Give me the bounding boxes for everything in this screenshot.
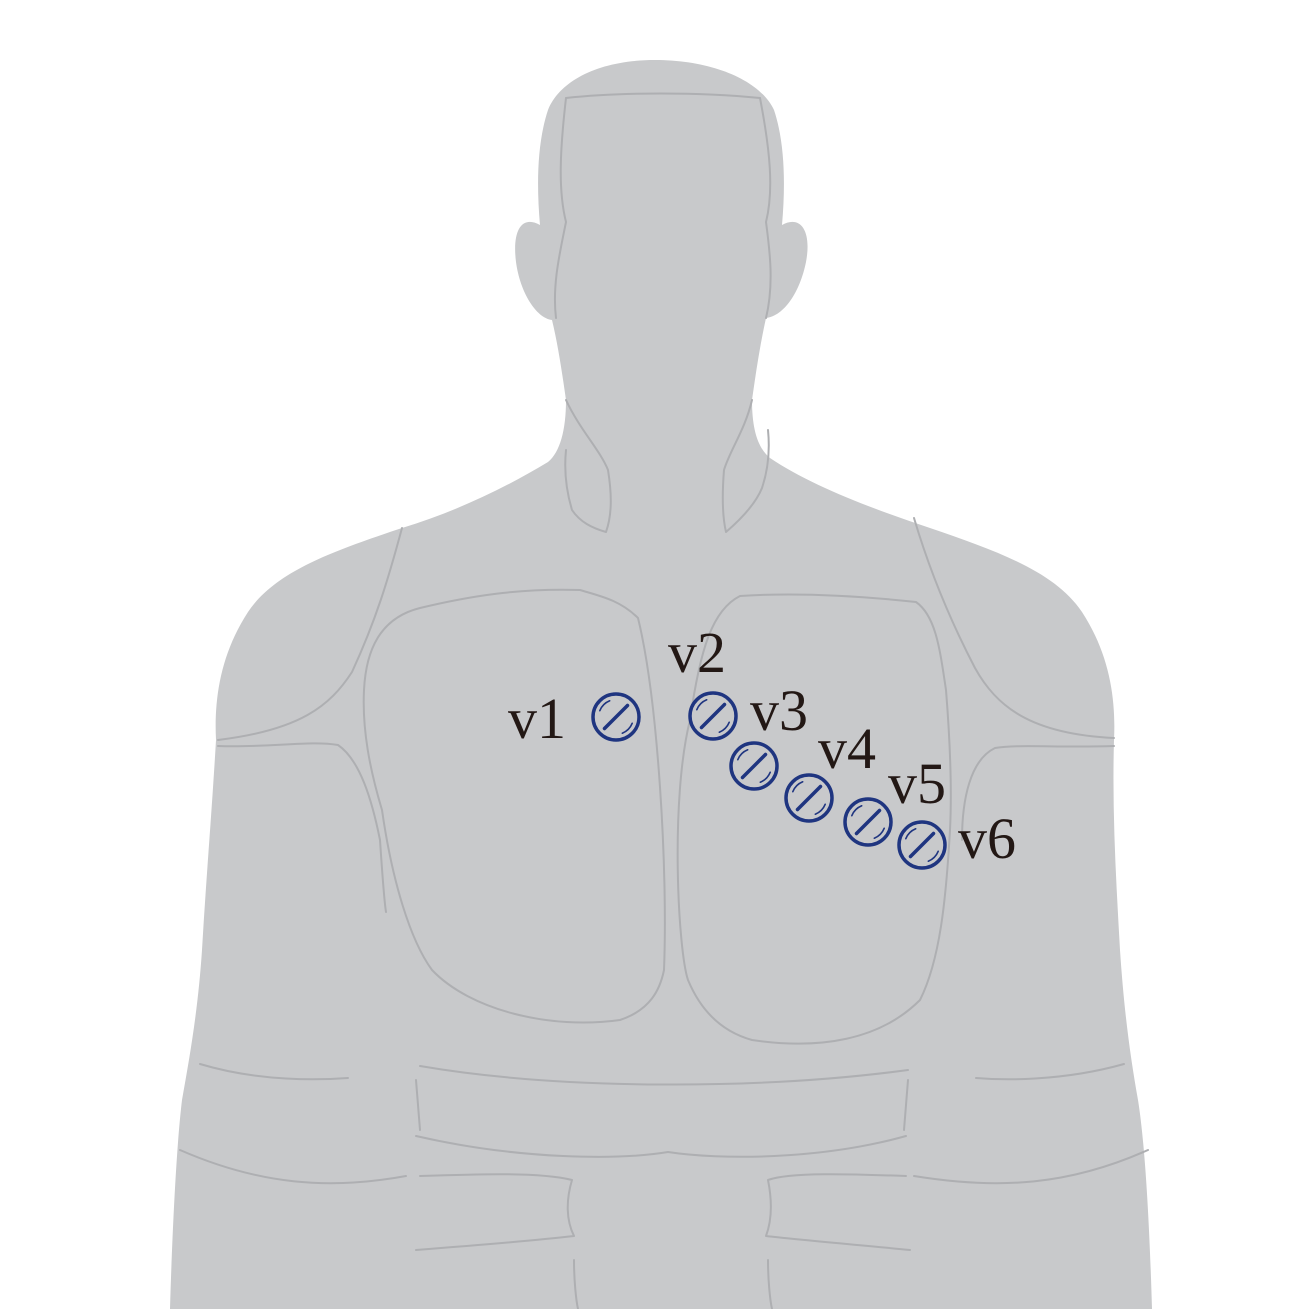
electrode-glint (759, 771, 771, 783)
electrode-ring (897, 820, 947, 870)
electrode-snap-bar (699, 702, 727, 730)
electrode-v5 (843, 797, 893, 847)
electrode-glint (851, 805, 863, 817)
human-torso-silhouette (170, 60, 1152, 1309)
electrode-ring (784, 773, 834, 823)
electrode-snap-bar (740, 752, 768, 780)
electrode-glint (873, 827, 885, 839)
body-contour-lines (179, 92, 1149, 1309)
electrode-snap-bar (908, 831, 936, 859)
lead-label-v5: v5 (888, 751, 946, 816)
electrode-glint (737, 749, 749, 761)
electrode-snap-bar (602, 703, 630, 731)
electrode-glint (814, 803, 826, 815)
electrode-ring (591, 692, 641, 742)
lead-label-v1: v1 (508, 686, 566, 751)
electrode-v3 (729, 741, 779, 791)
lead-label-v2: v2 (668, 620, 726, 685)
electrode-glint (905, 828, 917, 840)
lead-label-v3: v3 (750, 678, 808, 743)
electrode-glint (621, 722, 633, 734)
electrode-v2 (688, 691, 738, 741)
electrode-glint (718, 721, 730, 733)
lead-label-v4: v4 (818, 716, 876, 781)
electrode-glint (599, 700, 611, 712)
electrode-glint (927, 850, 939, 862)
electrode-ring (688, 691, 738, 741)
electrode-v6 (897, 820, 947, 870)
electrode-glint (696, 699, 708, 711)
electrode-group (591, 691, 947, 870)
electrode-snap-bar (795, 784, 823, 812)
electrode-ring (843, 797, 893, 847)
electrode-snap-bar (854, 808, 882, 836)
electrode-v4 (784, 773, 834, 823)
body-shape (170, 60, 1152, 1309)
electrode-v1 (591, 692, 641, 742)
lead-label-v6: v6 (958, 806, 1016, 871)
lead-labels: v1 v2 v3 v4 v5 v6 (508, 620, 1016, 871)
electrode-ring (729, 741, 779, 791)
electrode-glint (792, 781, 804, 793)
